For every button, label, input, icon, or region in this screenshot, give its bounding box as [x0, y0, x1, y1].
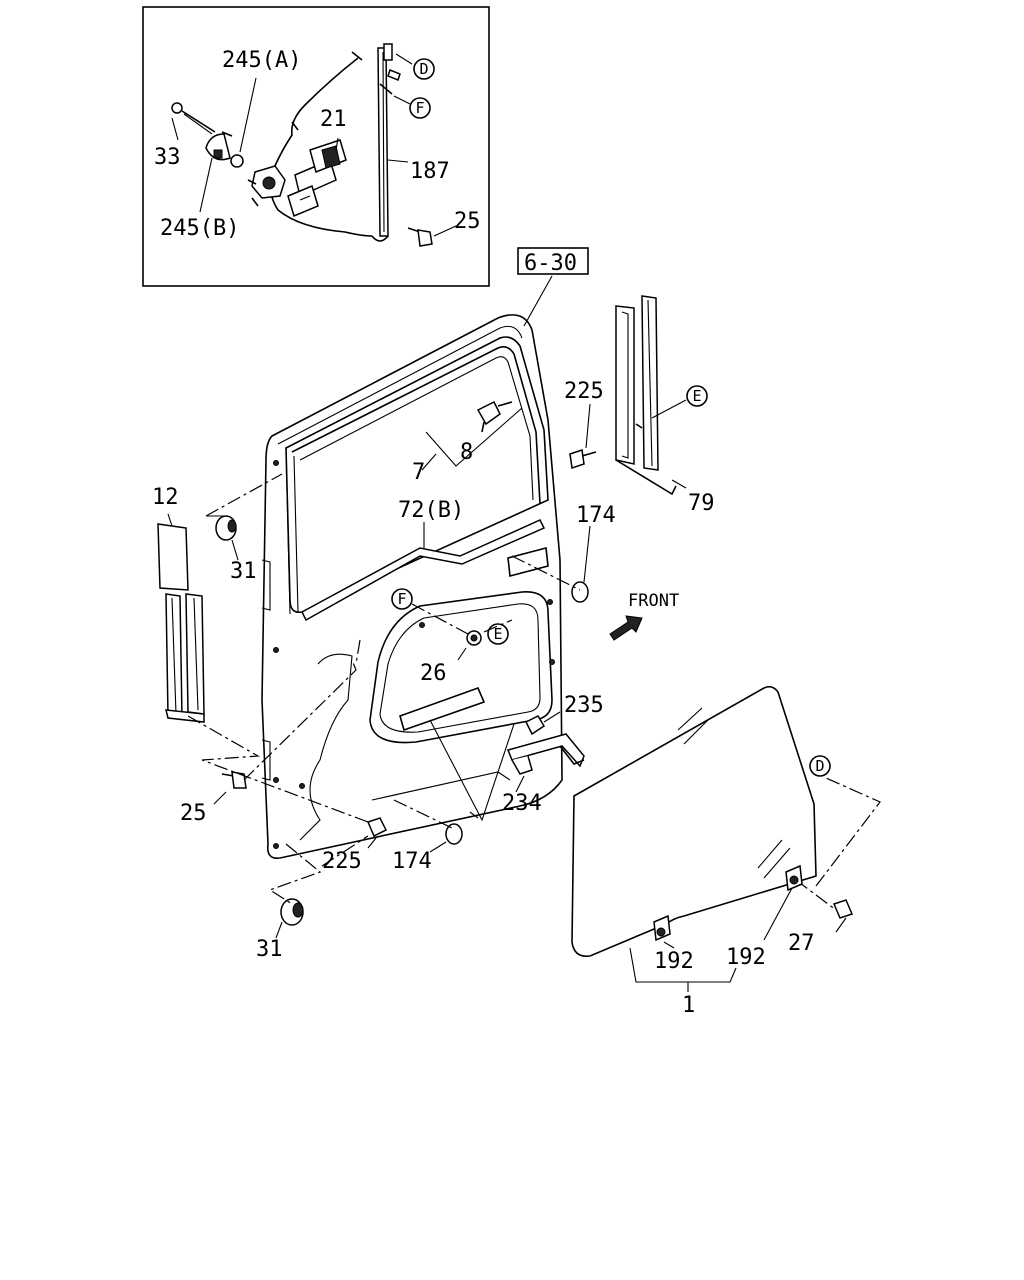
label-235: 235	[564, 693, 604, 718]
svg-text:E: E	[493, 625, 502, 643]
label-12: 12	[152, 485, 179, 510]
callout-e-channel: E	[686, 385, 708, 407]
beltline-weatherstrip	[301, 519, 546, 622]
part-245a	[230, 154, 244, 168]
part-235-bolt	[524, 711, 561, 736]
upper-slot	[507, 546, 549, 578]
part-225-top-bolt	[569, 403, 597, 469]
callout-d-glass: D	[809, 755, 831, 777]
label-21: 21	[320, 107, 347, 132]
part-8-clip	[476, 400, 513, 433]
part-31-top-bumper	[206, 515, 239, 561]
label-31-bottom: 31	[256, 937, 283, 962]
label-6-30: 6-30	[524, 251, 577, 276]
svg-text:D: D	[815, 757, 824, 775]
label-245a: 245(A)	[222, 48, 301, 73]
label-187: 187	[410, 159, 450, 184]
regulator-inset: 245(A) 33 245(B) 21 187 25 D F	[142, 6, 490, 287]
label-25-bottom: 25	[180, 801, 207, 826]
svg-text:F: F	[415, 99, 424, 117]
svg-text:E: E	[692, 387, 701, 405]
regulator-rail	[371, 43, 393, 242]
label-25-inset: 25	[454, 209, 481, 234]
window-opening	[285, 336, 549, 614]
label-72b: 72(B)	[398, 498, 464, 523]
window-run-channel	[291, 346, 541, 505]
label-245b: 245(B)	[160, 216, 239, 241]
label-33: 33	[154, 145, 181, 170]
part-31-bottom-bumper	[275, 898, 304, 939]
callout-f-door: F	[391, 588, 413, 610]
label-225-top: 225	[564, 379, 604, 404]
label-8: 8	[460, 440, 473, 465]
label-225-bottom: 225	[322, 849, 362, 874]
label-26: 26	[420, 661, 447, 686]
door-outer-outline	[261, 314, 563, 860]
front-arrow-icon: FRONT	[609, 591, 679, 641]
door-panel	[261, 314, 563, 860]
label-174-top: 174	[576, 503, 616, 528]
label-31-top: 31	[230, 559, 257, 584]
label-79: 79	[688, 491, 715, 516]
part-26-nut	[457, 630, 482, 661]
rear-channel-12	[157, 513, 205, 723]
part-234-bracket	[506, 733, 585, 793]
part-174-top-plug	[571, 525, 591, 603]
part-245b	[205, 131, 233, 161]
inner-panel-opening	[369, 591, 553, 744]
inset-frame	[142, 6, 490, 287]
regulator-bracket	[247, 165, 286, 207]
callout-d-inset: D	[413, 58, 435, 80]
inner-slot	[399, 686, 486, 732]
part-25-bottom-bolt	[213, 771, 247, 805]
part-225-bottom-bolt	[366, 817, 388, 849]
part-33-screw	[171, 102, 216, 135]
svg-text:F: F	[397, 590, 406, 608]
callout-e-door: E	[487, 623, 509, 645]
label-front: FRONT	[628, 591, 679, 611]
label-27: 27	[788, 931, 815, 956]
regulator-motor	[287, 139, 347, 218]
label-192-left: 192	[654, 949, 694, 974]
label-174-bottom: 174	[392, 849, 432, 874]
part-25-inset-bolt	[407, 227, 433, 247]
front-channel-79	[615, 295, 687, 496]
svg-text:D: D	[419, 60, 428, 78]
label-192-right: 192	[726, 945, 766, 970]
part-27-bolt	[832, 899, 854, 919]
reference-6-30: 6-30	[517, 247, 589, 327]
part-174-bottom-plug	[429, 823, 463, 853]
door-glass	[571, 685, 854, 992]
callout-f-inset: F	[409, 97, 431, 119]
label-1: 1	[682, 993, 695, 1018]
label-7: 7	[412, 460, 425, 485]
label-234: 234	[502, 791, 542, 816]
